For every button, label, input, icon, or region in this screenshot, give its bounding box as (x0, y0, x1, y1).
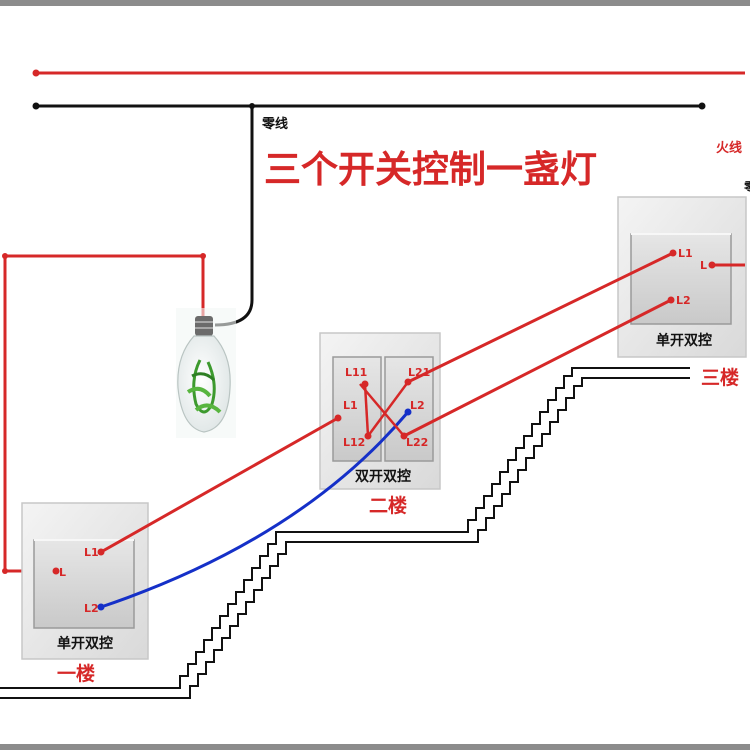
s3-terminal-l2: L2 (676, 294, 691, 307)
switch-third-floor (617, 196, 747, 358)
switch-first-floor (21, 502, 149, 660)
s1-floor: 一楼 (57, 662, 95, 685)
internal-link-left (363, 383, 370, 437)
diagram-title: 三个开关控制一盏灯 (264, 148, 597, 191)
switch-second-floor (319, 332, 441, 490)
traveler-wire-s2L21-s3L1 (407, 251, 674, 384)
live-bus (32, 69, 745, 77)
live-label: 火线 (716, 140, 742, 156)
s1-terminal-l1: L1 (84, 546, 99, 559)
wire-node (2, 253, 8, 259)
s1-terminal-l: L (59, 566, 66, 579)
live-label-partial: 零 (743, 180, 750, 194)
neutral-bus (32, 102, 706, 110)
s2-floor: 二楼 (369, 494, 407, 517)
light-bulb (176, 308, 236, 438)
top-border (0, 0, 750, 6)
traveler-wire-s2L22-s3L2 (403, 298, 672, 438)
staircase (0, 367, 690, 699)
s2-terminal-l1: L1 (343, 399, 358, 412)
internal-cross-a (359, 383, 405, 437)
wire-node (200, 253, 206, 259)
neutral-label: 零线 (261, 116, 288, 132)
s3-caption: 单开双控 (656, 332, 712, 349)
s3-terminal-l: L (700, 259, 707, 272)
traveler-wire-s1L2-s2L2 (100, 411, 410, 609)
neutral-drop-wire (214, 106, 254, 327)
s2-terminal-l21: L21 (408, 366, 430, 379)
s3-floor: 三楼 (701, 366, 739, 389)
s3-terminal-l1: L1 (678, 247, 693, 260)
bottom-border (0, 744, 750, 750)
traveler-wire-s1L1-s2L1 (100, 416, 339, 554)
s2-terminal-l22: L22 (406, 436, 428, 449)
terminal-dots (52, 249, 716, 611)
s2-terminal-l11: L11 (345, 366, 367, 379)
wire-node (2, 568, 8, 574)
s1-terminal-l2: L2 (84, 602, 99, 615)
s1-caption: 单开双控 (57, 635, 113, 652)
s2-terminal-l12: L12 (343, 436, 365, 449)
s2-terminal-l2: L2 (410, 399, 425, 412)
s2-caption: 双开双控 (355, 468, 411, 485)
internal-cross-b (366, 381, 410, 437)
